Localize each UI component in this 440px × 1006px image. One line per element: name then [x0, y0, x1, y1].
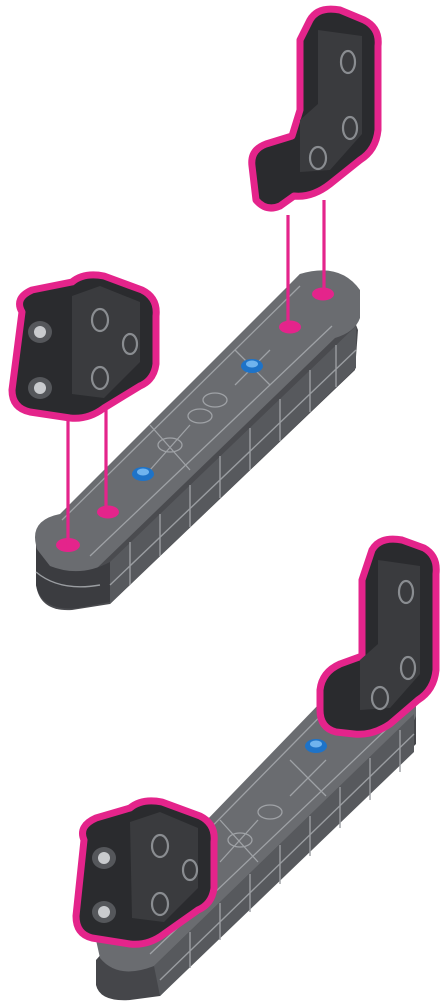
corner-connector-left-icon: [12, 275, 156, 418]
angle-connector-right-icon: [320, 539, 436, 734]
target-hole-icon: [279, 321, 301, 334]
assembled-view: [76, 539, 436, 1000]
target-hole-icon: [97, 506, 119, 519]
exploded-view: [12, 9, 378, 610]
angle-connector-right-icon: [252, 9, 378, 208]
